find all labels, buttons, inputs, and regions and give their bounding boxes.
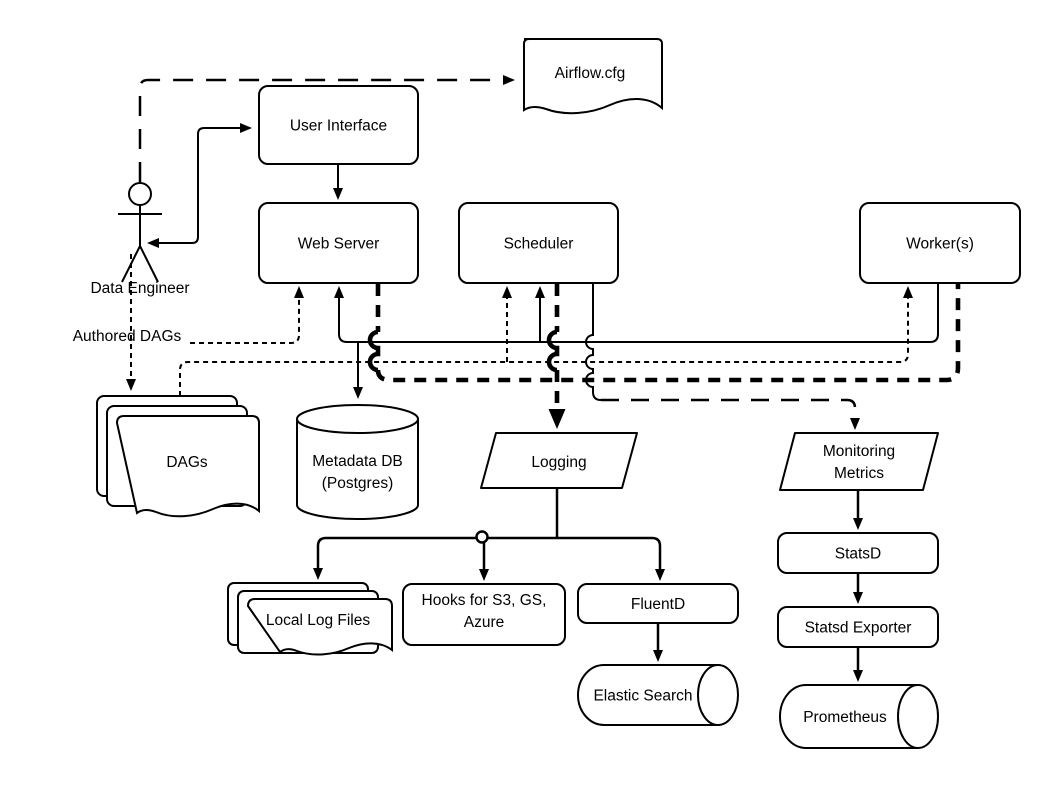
edge-logging-bar [316, 536, 662, 547]
data-engineer-label: Data Engineer [90, 280, 189, 297]
node-workers: Worker(s) [859, 202, 1021, 284]
local-log-files-label: Local Log Files [266, 612, 371, 629]
node-user-interface: User Interface [258, 85, 419, 165]
cylinder-top [296, 404, 419, 434]
monitoring-metrics-label-line1: Monitoring [823, 443, 895, 460]
data-engineer-figure [118, 182, 162, 283]
edge-bus-web-server [334, 286, 930, 343]
document-page-front [246, 598, 393, 656]
node-statsd: StatsD [777, 532, 939, 574]
cylinder-body [296, 419, 419, 520]
edge-data-engineer-airflow-cfg [138, 75, 515, 182]
node-dags: DAGs [96, 395, 260, 518]
hooks-label-line1: Hooks for S3, GS, [422, 592, 547, 609]
workers-label: Worker(s) [906, 236, 974, 253]
cylinder-body [577, 664, 718, 726]
monitoring-metrics-label-line2: Metrics [834, 465, 884, 482]
node-statsd-exporter: Statsd Exporter [777, 606, 939, 648]
line-jump-scheduler-heavy [546, 329, 560, 373]
metadata-db-label-line2: (Postgres) [322, 475, 394, 492]
edge-dags-workers [179, 286, 913, 396]
edge-heavy-horizontal [375, 284, 961, 383]
airflow-cfg-label: Airflow.cfg [555, 65, 626, 82]
statsd-exporter-label: Statsd Exporter [805, 620, 912, 637]
document-shape [523, 38, 663, 115]
node-prometheus: Prometheus [779, 684, 939, 749]
fluentd-label: FluentD [631, 596, 685, 613]
user-interface-label: User Interface [290, 118, 387, 135]
parallelogram-shape [779, 432, 939, 491]
cylinder-body [779, 684, 918, 749]
node-metadata-db: Metadata DB (Postgres) [296, 404, 419, 520]
node-hooks: Hooks for S3, GS, Azure [402, 583, 566, 646]
authored-dags-label: Authored DAGs [73, 328, 182, 345]
person-icon [128, 182, 152, 206]
node-elastic-search: Elastic Search [577, 664, 739, 726]
prometheus-label: Prometheus [803, 709, 887, 726]
document-page-front [115, 415, 260, 518]
cylinder-end [897, 684, 939, 749]
line-jump-circle [475, 530, 489, 544]
line-jump-web-server [367, 329, 381, 373]
node-scheduler: Scheduler [458, 202, 619, 284]
edge-scheduler-monitoring-horizontal [601, 398, 860, 430]
cylinder-end [697, 664, 739, 726]
person-leg-right [139, 245, 159, 283]
hooks-label-line2: Azure [464, 614, 505, 631]
web-server-label: Web Server [298, 236, 380, 253]
rounded-box [458, 202, 619, 284]
rounded-box [859, 202, 1021, 284]
node-local-log-files: Local Log Files [227, 582, 393, 656]
edge-data-engineer-user-interface [147, 123, 252, 248]
node-monitoring-metrics: Monitoring Metrics [779, 432, 939, 491]
parallelogram-shape [480, 432, 638, 489]
edge-authored-dags-web-server [190, 286, 304, 344]
node-logging: Logging [480, 432, 638, 489]
rounded-box [258, 202, 419, 284]
elastic-search-label: Elastic Search [593, 688, 692, 705]
edge-bus-workers [929, 284, 939, 343]
node-web-server: Web Server [258, 202, 419, 284]
metadata-db-label-line1: Metadata DB [312, 453, 402, 470]
statsd-label: StatsD [835, 546, 882, 563]
scheduler-label: Scheduler [504, 236, 574, 253]
dags-label: DAGs [166, 454, 208, 471]
node-airflow-cfg: Airflow.cfg [523, 38, 663, 115]
node-fluentd: FluentD [577, 583, 739, 624]
edge-scheduler-monitoring-vertical [585, 284, 602, 401]
rounded-box [402, 583, 566, 646]
logging-label: Logging [531, 454, 586, 471]
